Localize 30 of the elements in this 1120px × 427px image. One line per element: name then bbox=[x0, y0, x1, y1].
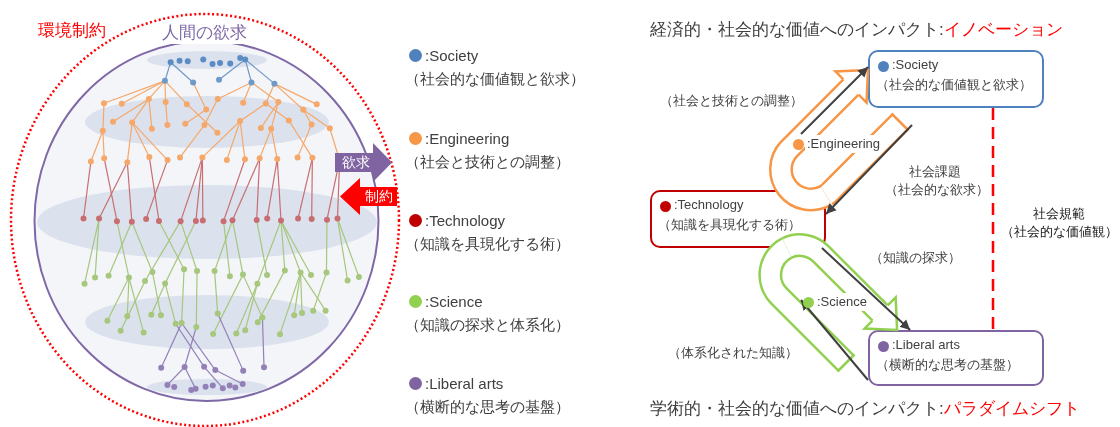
highlight-text: パラダイムシフト bbox=[943, 398, 1080, 420]
text-box bbox=[868, 50, 1044, 108]
text-box bbox=[650, 190, 826, 248]
heading-text: :Society bbox=[892, 56, 939, 74]
heading-text: :Science bbox=[815, 293, 869, 311]
circle-label: 環境制約 bbox=[38, 20, 106, 42]
arrow-label: 欲求 bbox=[341, 153, 371, 172]
legend-text: :Liberal arts （横断的な思考の基盤） bbox=[405, 374, 571, 417]
arrow bbox=[821, 247, 912, 331]
dashed-line bbox=[991, 108, 995, 330]
arrow bbox=[800, 66, 869, 135]
arrow bbox=[825, 124, 913, 215]
legend-text: :Society （社会的な価値観と欲求） bbox=[405, 46, 586, 89]
arrow-label: 制約 bbox=[363, 187, 394, 206]
arrow bbox=[800, 299, 869, 381]
legend-text: :Science （知識の探求と体系化） bbox=[405, 292, 571, 335]
heading-text: :Engineering bbox=[805, 135, 882, 153]
description-text: （横断的な思考の基盤） bbox=[876, 356, 1019, 374]
dotted-circle bbox=[10, 13, 402, 426]
text-box bbox=[868, 330, 1044, 386]
legend-text: :Technology （知識を具現化する術） bbox=[405, 211, 571, 254]
legend-text: :Engineering （社会と技術との調整） bbox=[405, 129, 571, 172]
description-text: （知識を具現化する術） bbox=[658, 216, 801, 234]
heading-text: :Technology bbox=[674, 196, 744, 214]
heading-text: 学術的・社会的な価値へのインパクト: bbox=[650, 398, 944, 420]
highlight-text: イノベーション bbox=[943, 19, 1063, 41]
description-text: （社会的な価値観と欲求） bbox=[876, 76, 1032, 94]
heading-text: :Liberal arts bbox=[892, 336, 960, 354]
heading-text: 経済的・社会的な価値へのインパクト: bbox=[650, 19, 944, 41]
sphere-label: 人間の欲求 bbox=[160, 21, 249, 44]
